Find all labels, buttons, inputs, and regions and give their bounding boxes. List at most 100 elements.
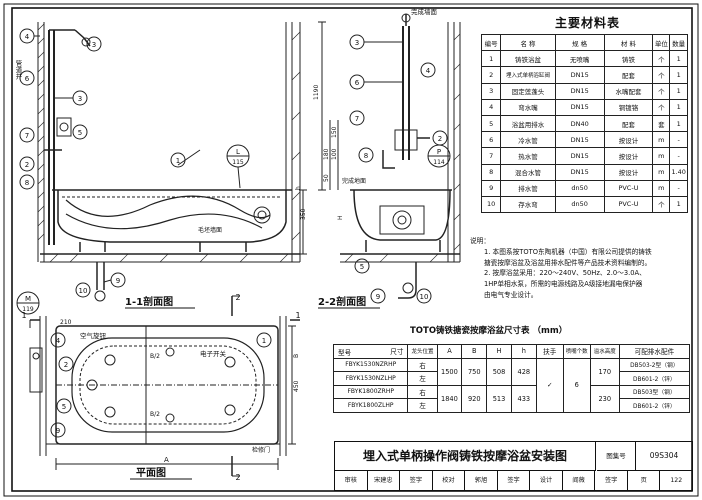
cell: 个	[652, 50, 671, 68]
cell: PVC-U	[603, 195, 654, 214]
note-line: 由电气专业设计。	[484, 290, 538, 299]
inner-border	[11, 7, 693, 492]
cell: m	[652, 147, 671, 165]
cell: DN15	[554, 147, 605, 165]
cell: 存水弯	[500, 195, 556, 214]
cell: m	[652, 163, 671, 181]
dim-50: 50	[323, 174, 330, 182]
section-1-1-callouts: 1 4 6 7 2 8 3 5 3 9 10 L 115 M 119	[22, 33, 244, 313]
callout-4: 4	[25, 33, 30, 41]
plan-callout-4: 4	[56, 337, 61, 345]
cell: 1	[669, 82, 688, 100]
dim-350: 350	[300, 208, 307, 220]
cell: 4	[480, 98, 502, 116]
dimension-table: 型号 尺寸 龙头位置 A B H h 扶手 喷嘴个数 溢水高度 可配排水配件 F…	[332, 344, 691, 413]
cell: 无喷嘴	[554, 50, 605, 68]
tb-cell: 签字	[595, 471, 628, 490]
cell: 1	[480, 50, 502, 68]
balloon-P-num: 114	[433, 159, 445, 166]
dim-H: H	[337, 215, 344, 220]
callout-7: 7	[25, 132, 29, 140]
dim-h-model-label: 型号	[338, 348, 352, 357]
cell-B: 750	[461, 357, 488, 386]
finished-wall-label: 完成墙面	[411, 7, 438, 16]
tb-cell: 校对	[433, 471, 466, 490]
cell-overflow: 230	[589, 384, 620, 413]
cell-faucet: 左	[407, 371, 438, 386]
section-1-1	[16, 22, 307, 315]
table-row: FBYK1800ZRHP 右 1840 920 513 433 230 DB50…	[332, 384, 691, 413]
dim-h-H: H	[486, 344, 512, 359]
cell: 1	[669, 195, 688, 214]
tb-cell: 页	[628, 471, 661, 490]
dim-h-armrest: 扶手	[535, 344, 564, 359]
cell: dn50	[554, 179, 605, 197]
callout-3c: 3	[355, 39, 359, 47]
section-2-2	[318, 13, 461, 304]
title-block: 埋入式单柄操作阀铸铁按摩浴盆安装图 图集号 09S304 审核 宋建忠 签字 校…	[334, 441, 693, 491]
section-2-2-labels: 完成墙面 完成地面 1190 180 100 150 50 H 2-2剖面图	[313, 7, 438, 308]
cell: 铜镀铬	[603, 98, 654, 116]
cell: 个	[652, 66, 671, 84]
dim-h-B: B	[461, 344, 488, 359]
tb-cell: 阎薇	[563, 471, 596, 490]
dimension-table-title: TOTO铸铁搪瓷按摩浴盆尺寸表 （mm）	[410, 326, 568, 336]
cell: 2	[480, 66, 502, 84]
cell: 弯水嘴	[500, 98, 556, 116]
callout-2: 2	[25, 161, 29, 169]
cell: DN40	[554, 114, 605, 133]
cell: 1	[669, 98, 688, 116]
dim-h-nozzles: 喷嘴个数	[562, 344, 591, 359]
cell: 1.40	[669, 163, 688, 181]
balloon-M-num: 119	[22, 306, 34, 313]
balloon-P-letter: P	[437, 148, 441, 156]
cell-h: 428	[510, 357, 537, 386]
callout-6b: 6	[355, 79, 360, 87]
cell: 1	[669, 66, 688, 84]
dim-h-overflow: 溢水高度	[589, 344, 620, 359]
cell-faucet: 右	[407, 384, 438, 399]
wall-hatch-2	[344, 33, 461, 263]
cell: 排水管	[500, 179, 556, 197]
callout-4b: 4	[426, 67, 431, 75]
note-line: 搪瓷按摩浴盆及浴盆用排水配件等产品技术资料编制的。	[484, 258, 652, 267]
cell-drain: DB601-2（锌）	[618, 398, 691, 413]
cell: 个	[652, 98, 671, 116]
hairband-label: 毛坯墙面	[198, 226, 222, 234]
dim-h-label: h	[295, 186, 302, 190]
cell: 1	[669, 114, 688, 133]
atlas-number-label: 图集号	[597, 442, 636, 471]
mat-h-0: 编号	[480, 33, 502, 52]
mat-h-2: 规 格	[554, 33, 605, 52]
note-line: 1HP单相水泵，所需的电源线路及A级接地漏电保护器	[484, 280, 643, 289]
dim-210: 210	[60, 319, 72, 326]
section-1-1-title: 1-1剖面图	[125, 295, 173, 308]
page-number: 122	[670, 477, 683, 484]
cell-nozzles: 6	[562, 357, 591, 413]
materials-title: 主要材料表	[555, 16, 621, 30]
cell-A: 1840	[436, 384, 463, 413]
cell: DN15	[554, 82, 605, 100]
plan-callout-5: 5	[62, 403, 66, 411]
section-1-1-labels: 管道井 毛坯墙面 350 h 1-1剖面图	[14, 59, 307, 308]
plan-labels: 空气旋钮 电子开关 210 B/2 B/2 A 450 B 检修门 平面图	[60, 319, 300, 479]
cell: 水嘴配套	[603, 82, 654, 100]
callout-9b: 9	[376, 293, 380, 301]
plan-callout-2: 2	[64, 361, 68, 369]
callout-2b: 2	[438, 135, 442, 143]
cell: 按设计	[603, 131, 654, 149]
plan-title: 平面图	[136, 467, 166, 479]
tb-cell: 签字	[400, 471, 433, 490]
callout-5c: 5	[360, 263, 364, 271]
outer-border	[3, 3, 699, 497]
cell: 按设计	[603, 147, 654, 165]
cell: -	[669, 179, 688, 197]
cell: 混合水管	[500, 163, 556, 181]
